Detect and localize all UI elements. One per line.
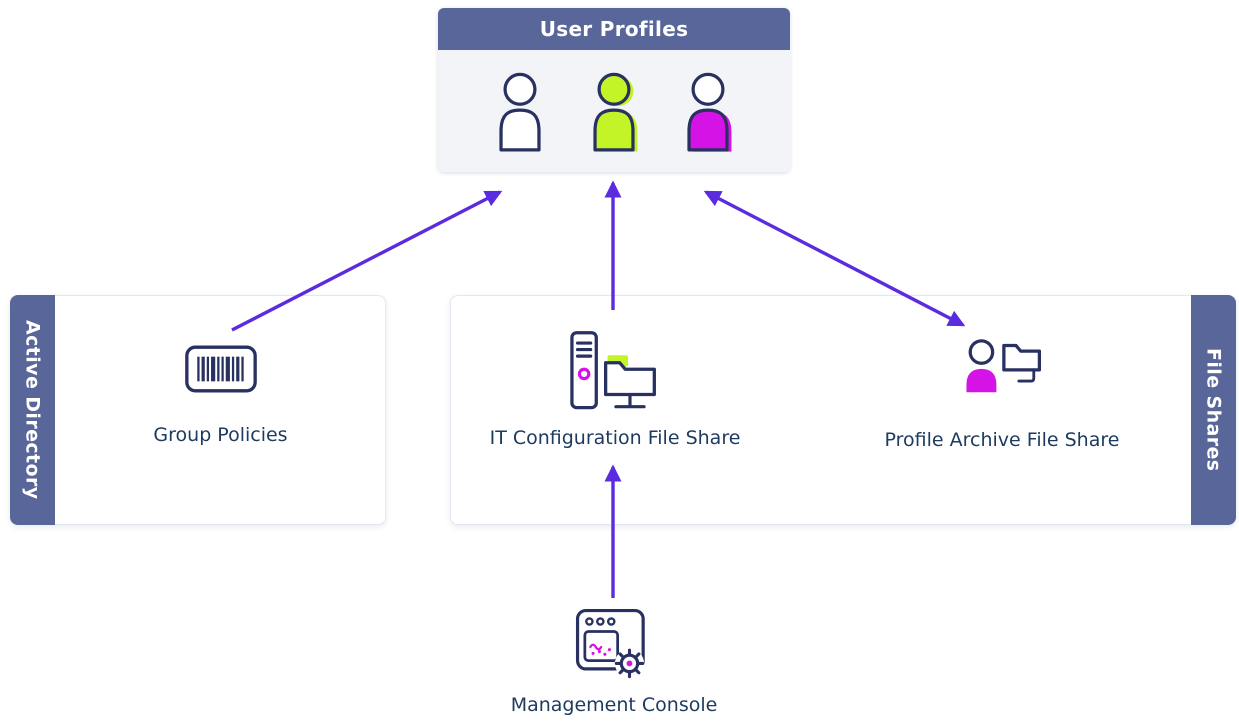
user-outline-icon [499,72,541,152]
file-shares-panel: File Shares IT Configuration File Share [450,295,1236,525]
profile-archive-node: Profile Archive File Share [852,336,1152,451]
user-profiles-title: User Profiles [438,8,790,50]
active-directory-strip: Active Directory [10,295,55,525]
it-configuration-node: IT Configuration File Share [465,329,765,449]
profile-archive-label: Profile Archive File Share [884,429,1120,451]
user-profiles-body [438,50,790,172]
active-directory-label: Active Directory [21,320,44,500]
user-folder-icon [966,339,1042,393]
user-magenta-icon [687,72,732,152]
group-policies-label: Group Policies [153,424,288,446]
file-shares-label: File Shares [1202,348,1225,472]
server-folder-icon [570,331,656,410]
user-profiles-box: User Profiles [438,8,790,172]
file-shares-strip: File Shares [1191,295,1236,525]
user-lime-icon [593,72,638,152]
barcode-icon [184,345,257,393]
it-configuration-label: IT Configuration File Share [489,427,741,449]
active-directory-panel: Active Directory Group Policies [10,295,386,525]
management-console-label: Management Console [510,694,718,716]
management-console-node: Management Console [464,606,764,716]
group-policies-node: Group Policies [56,344,385,446]
console-gear-icon [575,608,645,679]
